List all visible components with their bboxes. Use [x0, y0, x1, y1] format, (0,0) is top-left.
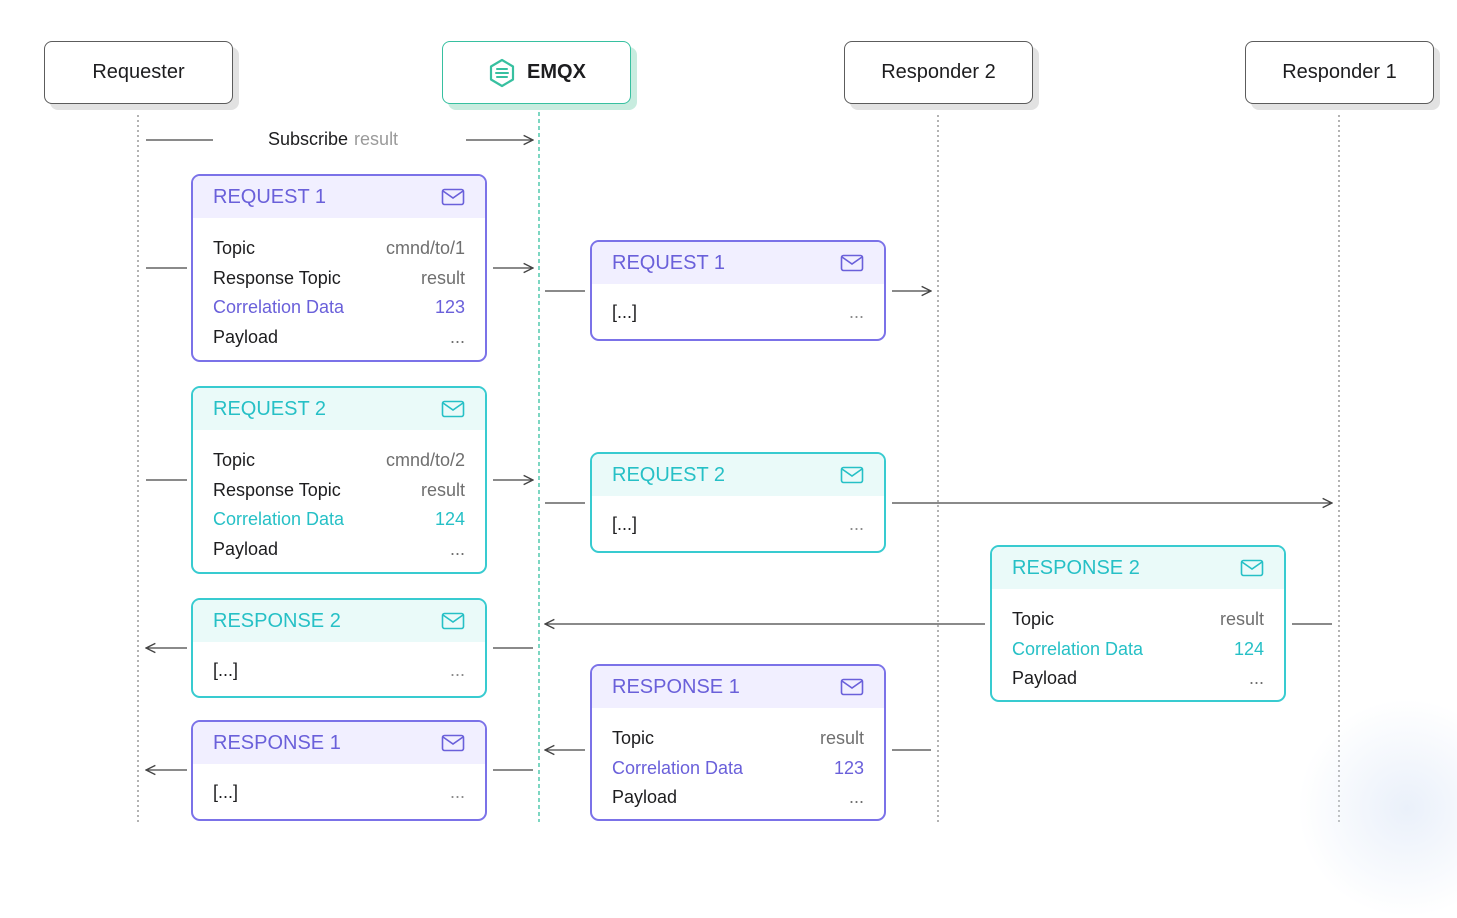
- card-header: RESPONSE 2: [992, 547, 1284, 589]
- mail-icon: [441, 734, 465, 752]
- payload-row: Payload...: [213, 538, 465, 559]
- payload-row: Payload...: [1012, 668, 1264, 689]
- requester-label: Requester: [92, 61, 185, 83]
- mail-icon: [441, 188, 465, 206]
- mail-icon: [840, 254, 864, 272]
- payload-summary: [...]...: [612, 513, 864, 534]
- card-title: REQUEST 1: [612, 251, 725, 274]
- requester-response1-card: RESPONSE 1 [...]...: [191, 720, 487, 821]
- mail-icon: [1240, 559, 1264, 577]
- card-header: RESPONSE 1: [592, 666, 884, 708]
- card-header: REQUEST 2: [193, 388, 485, 430]
- card-header: REQUEST 2: [592, 454, 884, 496]
- card-header: REQUEST 1: [193, 176, 485, 218]
- mail-icon: [441, 400, 465, 418]
- card-title: REQUEST 2: [213, 397, 326, 420]
- responder2-actor: Responder 2: [844, 41, 1033, 104]
- mail-icon: [840, 678, 864, 696]
- card-title: REQUEST 2: [612, 463, 725, 486]
- card-title: REQUEST 1: [213, 185, 326, 208]
- payload-summary: [...]...: [213, 659, 465, 680]
- payload-summary: [...]...: [612, 301, 864, 322]
- responder1-actor: Responder 1: [1245, 41, 1434, 104]
- card-header: RESPONSE 1: [193, 722, 485, 764]
- card-title: RESPONSE 1: [213, 731, 341, 754]
- responder2-label: Responder 2: [881, 61, 996, 83]
- card-header: RESPONSE 2: [193, 600, 485, 642]
- broker-request2-card: REQUEST 2 [...]...: [590, 452, 886, 553]
- broker-label: EMQX: [527, 61, 586, 83]
- responder1-label: Responder 1: [1282, 61, 1397, 83]
- requester-actor: Requester: [44, 41, 233, 104]
- card-title: RESPONSE 2: [213, 609, 341, 632]
- subscribe-label: Subscribe: [268, 129, 349, 149]
- mail-icon: [441, 612, 465, 630]
- payload-row: Payload...: [612, 787, 864, 808]
- emqx-broker-actor: EMQX: [442, 41, 631, 104]
- card-header: REQUEST 1: [592, 242, 884, 284]
- payload-summary: [...]...: [213, 781, 465, 802]
- broker-request1-card: REQUEST 1 [...]...: [590, 240, 886, 341]
- sequence-lines: [137, 112, 1340, 822]
- requester-response2-card: RESPONSE 2 [...]...: [191, 598, 487, 698]
- card-title: RESPONSE 1: [612, 675, 740, 698]
- emqx-logo-icon: [487, 58, 517, 88]
- payload-row: Payload...: [213, 326, 465, 347]
- card-title: RESPONSE 2: [1012, 556, 1140, 579]
- mail-icon: [840, 466, 864, 484]
- subscribe-topic: result: [354, 129, 399, 149]
